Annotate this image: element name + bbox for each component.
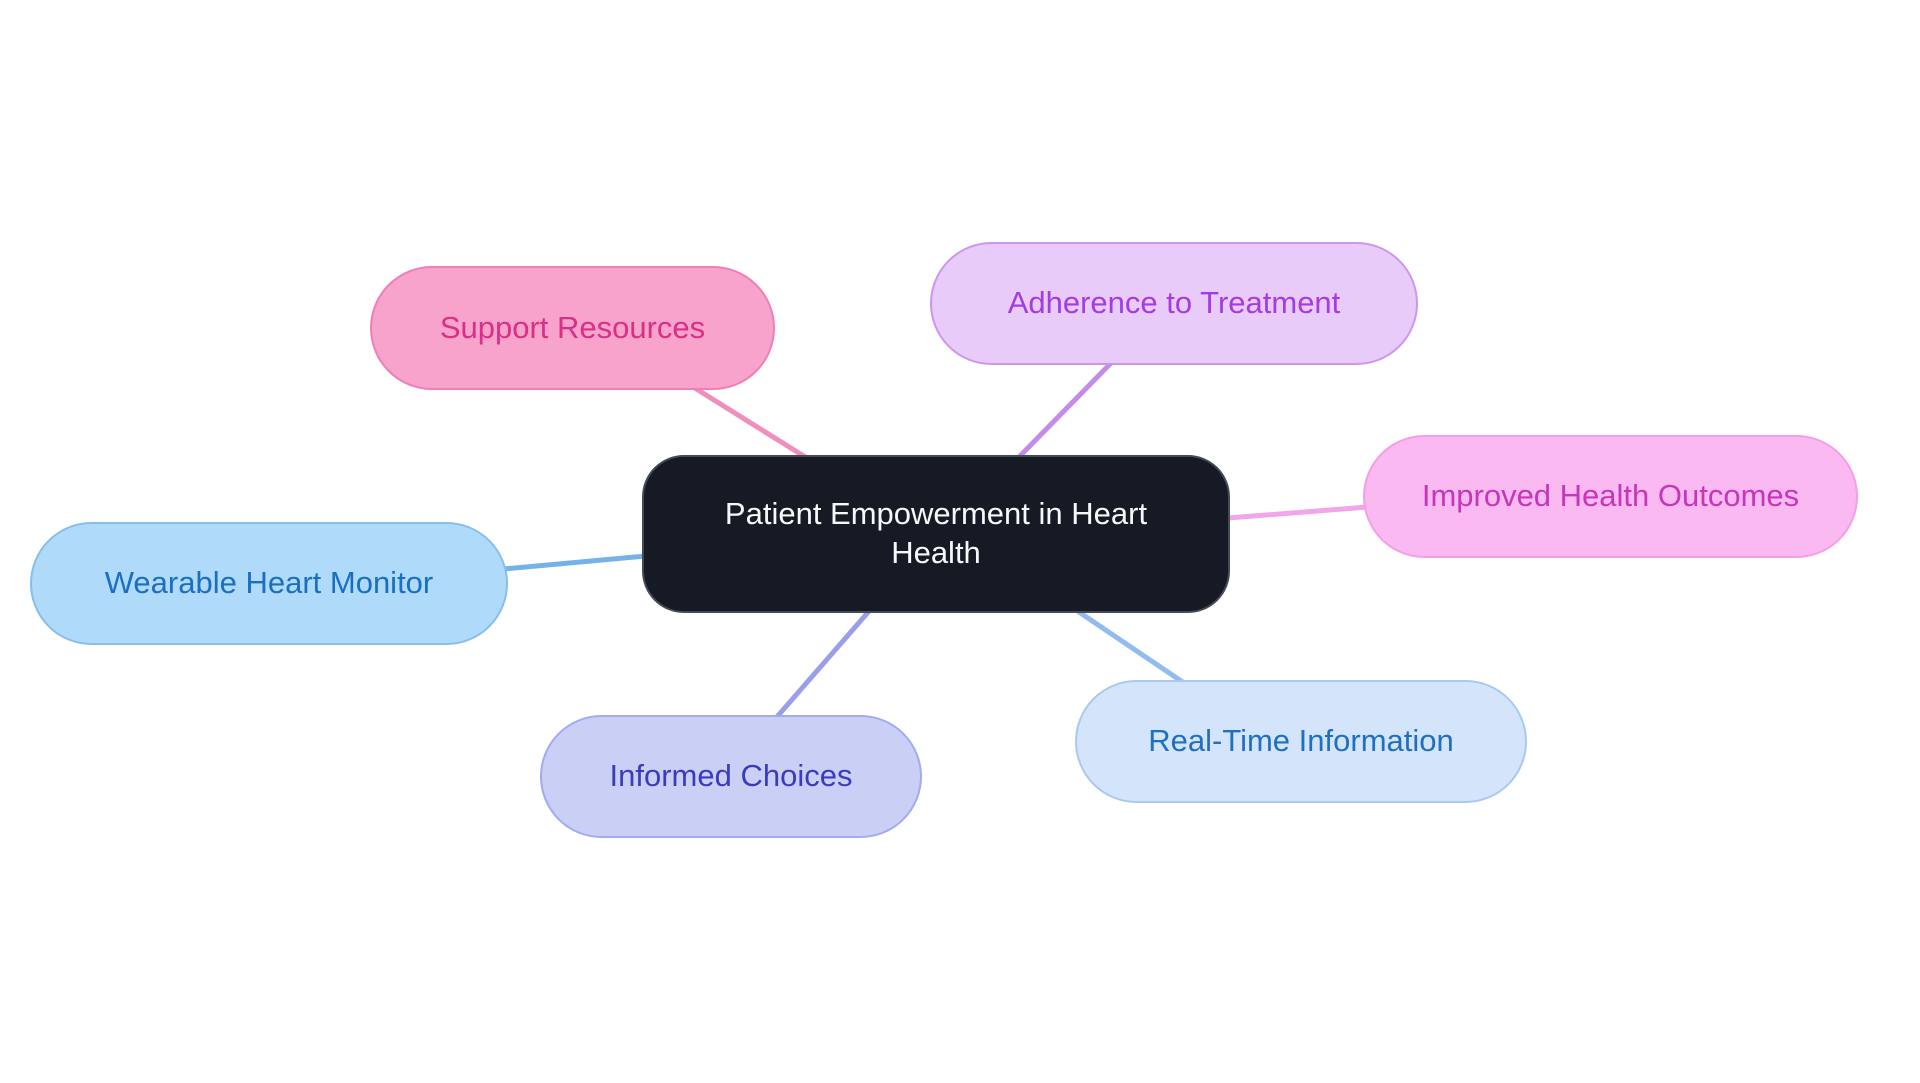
node-label: Adherence to Treatment bbox=[1007, 285, 1341, 321]
connector-real-time-information bbox=[1073, 607, 1193, 690]
node-informed-choices[interactable]: Informed Choices bbox=[540, 715, 922, 838]
node-label: Support Resources bbox=[439, 309, 706, 345]
node-label: Wearable Heart Monitor bbox=[104, 565, 434, 601]
node-wearable-heart-monitor[interactable]: Wearable Heart Monitor bbox=[30, 522, 508, 645]
connector-support-resources bbox=[687, 382, 813, 463]
node-patient-empowerment-center[interactable]: Patient Empowerment in Heart Health bbox=[642, 455, 1230, 613]
node-improved-health-outcomes[interactable]: Improved Health Outcomes bbox=[1363, 435, 1858, 558]
node-label: Informed Choices bbox=[609, 758, 853, 794]
node-adherence-to-treatment[interactable]: Adherence to Treatment bbox=[930, 242, 1418, 365]
node-label: Improved Health Outcomes bbox=[1421, 478, 1800, 514]
node-label: Real-Time Information bbox=[1148, 723, 1454, 759]
connector-informed-choices bbox=[773, 607, 873, 721]
center-node-label: Patient Empowerment in Heart Health bbox=[724, 496, 1148, 570]
node-real-time-information[interactable]: Real-Time Information bbox=[1075, 680, 1527, 803]
connector-adherence-to-treatment bbox=[1015, 359, 1115, 461]
node-support-resources[interactable]: Support Resources bbox=[370, 266, 775, 390]
connector-wearable-heart-monitor bbox=[501, 553, 649, 572]
connector-improved-health-outcomes bbox=[1225, 504, 1371, 521]
